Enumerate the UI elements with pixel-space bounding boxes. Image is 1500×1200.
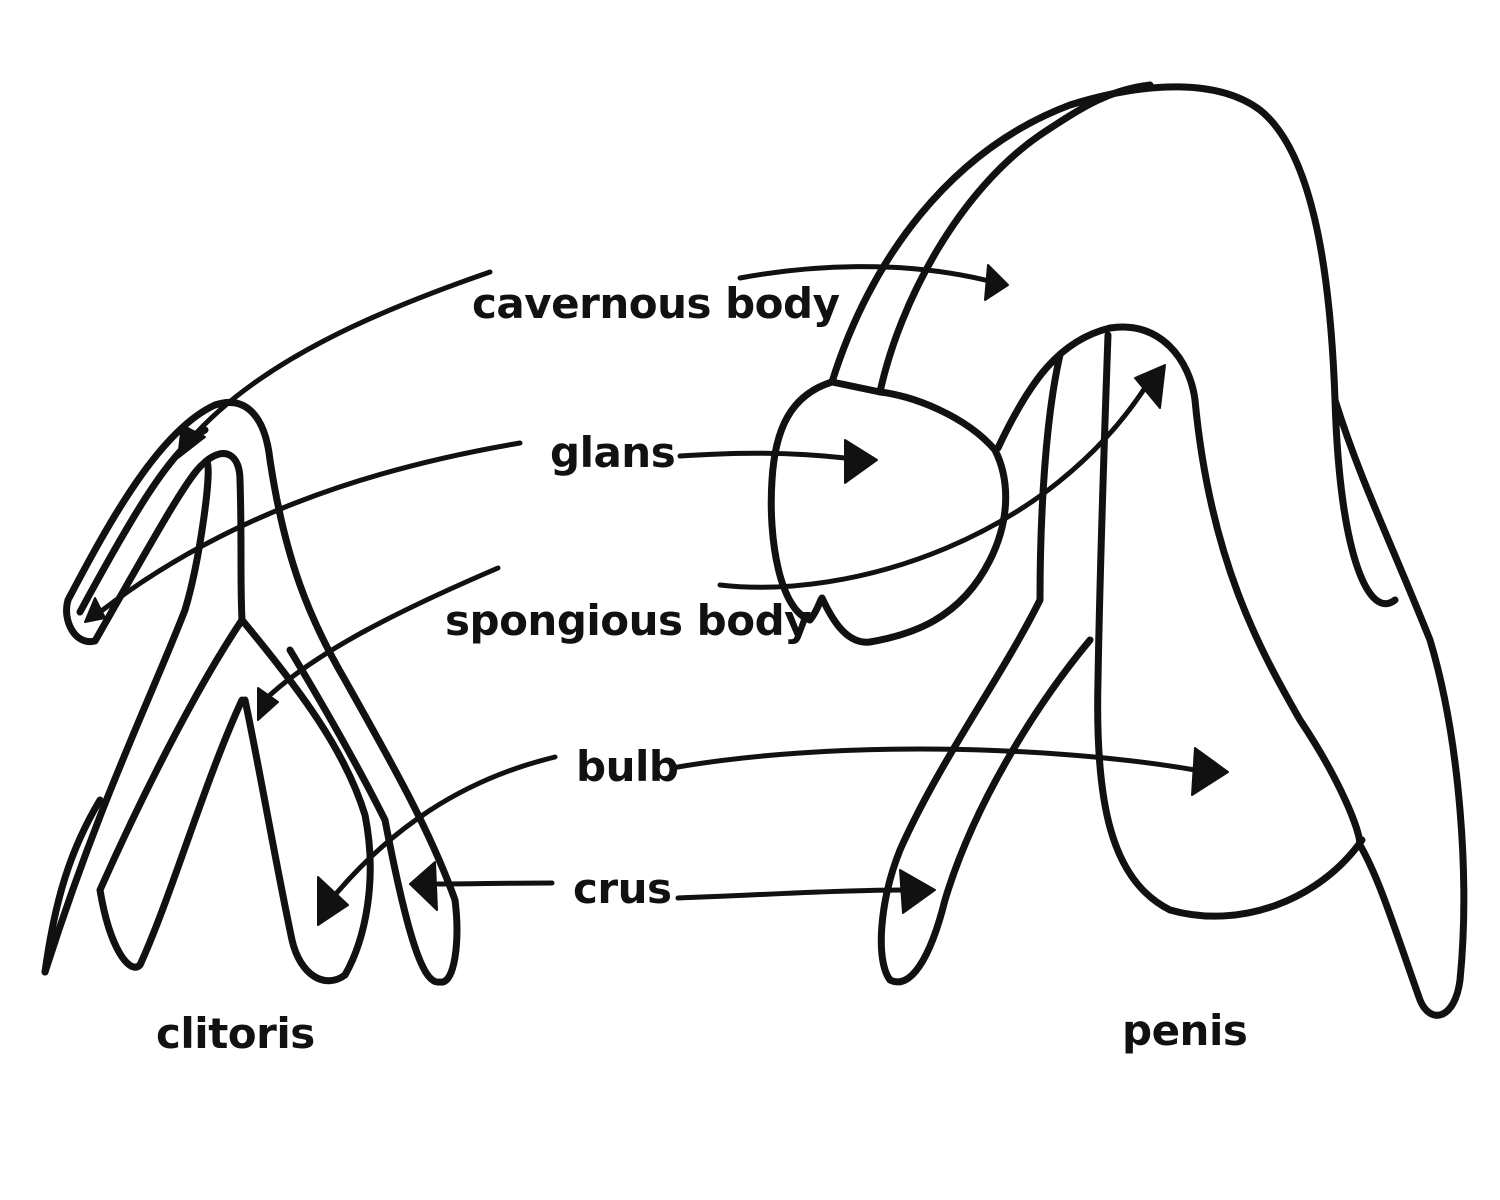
penis-inner-arch (994, 323, 1364, 849)
arrowhead-bulb-penis (1191, 747, 1229, 796)
penis-cavernous-outline (828, 81, 1399, 608)
label-spongious-body: spongious body (445, 596, 812, 645)
arrow-glans-to-clitoris (97, 440, 523, 615)
arrowhead-cavernous-clitoris (177, 424, 206, 459)
arrowhead-crus-penis (899, 869, 936, 914)
arrow-crus-to-clitoris (435, 880, 555, 887)
clitoris-bulb-right (238, 616, 374, 985)
arrowhead-spongious-penis (1134, 364, 1166, 409)
clitoris-crus-left (41, 796, 104, 976)
clitoris-body-outline (201, 450, 246, 624)
penis-crus-left (877, 351, 1094, 986)
arrow-bulb-to-penis (669, 746, 1198, 773)
clitoris-figure (41, 398, 461, 986)
arrow-spongious-to-clitoris (267, 565, 501, 698)
arrow-glans-to-penis (677, 450, 848, 461)
label-bulb: bulb (576, 742, 679, 791)
arrowhead-spongious-clitoris (257, 687, 279, 721)
arrowhead-crus-clitoris (409, 861, 438, 911)
label-crus: crus (573, 864, 672, 913)
clitoris-cavernous-outline (41, 398, 461, 986)
penis-crus-right (1331, 396, 1468, 1019)
arrowhead-bulb-clitoris (317, 876, 349, 926)
penis-figure (767, 81, 1468, 1019)
annotation-arrows (84, 264, 1229, 926)
arrowhead-glans-penis (844, 439, 878, 484)
label-cavernous-body: cavernous body (472, 279, 840, 328)
arrow-cavernous-to-penis (737, 264, 988, 283)
penis-glans-outline (767, 378, 1010, 646)
clitoris-bulb-left (96, 616, 246, 971)
penis-spongious-line (1094, 331, 1366, 920)
label-glans: glans (550, 428, 676, 477)
label-clitoris: clitoris (156, 1009, 315, 1058)
arrowhead-glans-clitoris (84, 597, 106, 623)
arrowhead-cavernous-penis (984, 264, 1009, 301)
arrow-cavernous-to-clitoris (187, 269, 493, 443)
label-penis: penis (1122, 1006, 1248, 1055)
arrow-crus-to-penis (675, 887, 908, 901)
arrow-bulb-to-clitoris (332, 754, 558, 898)
arrow-spongious-to-penis (717, 377, 1153, 590)
